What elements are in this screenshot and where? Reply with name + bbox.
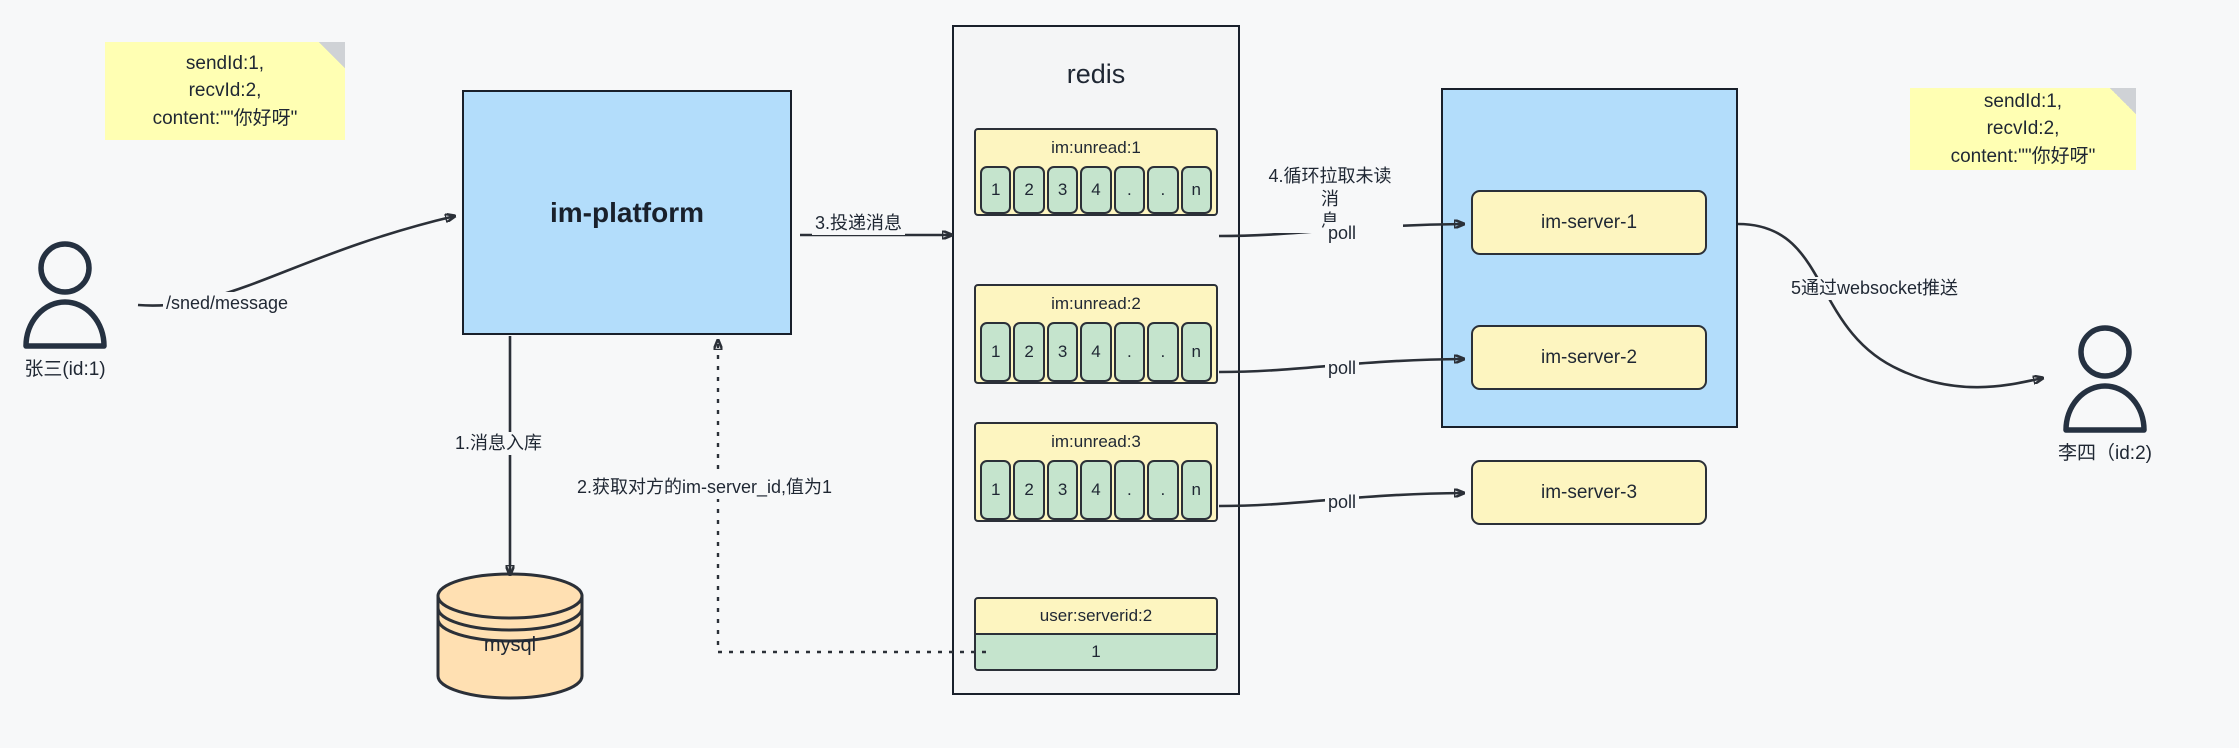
redis-queue-3-cells: 1 2 3 4 . . n (976, 460, 1216, 520)
redis-queue-1[interactable]: im:unread:1 1 2 3 4 . . n (974, 128, 1218, 216)
edge-label-poll-3: poll (1325, 491, 1360, 514)
redis-queue-1-cells: 1 2 3 4 . . n (976, 166, 1216, 214)
queue-cell: 3 (1046, 166, 1079, 214)
queue-cell: 2 (1013, 460, 1045, 520)
edge-label-poll-1: poll (1325, 222, 1360, 245)
edge-label-step1: 1.消息入库 (452, 432, 546, 455)
queue-cell: 2 (1013, 322, 1045, 382)
queue-cell: 1 (980, 166, 1012, 214)
queue-cell: 3 (1046, 460, 1079, 520)
queue-cell: . (1147, 166, 1179, 214)
queue-cell: n (1180, 460, 1212, 520)
redis-queue-2-cells: 1 2 3 4 . . n (976, 322, 1216, 382)
queue-cell: 4 (1080, 322, 1112, 382)
edge-label-step3: 3.投递消息 (812, 212, 906, 235)
redis-queue-3-key: im:unread:3 (1051, 432, 1141, 451)
mysql-database[interactable]: mysql (432, 572, 588, 700)
edge-label-step4: 4.循环拉取未读消 息 (1257, 165, 1403, 233)
receiver-label: 李四（id:2) (2058, 443, 2152, 464)
sender-actor (20, 240, 110, 350)
redis-queue-2[interactable]: im:unread:2 1 2 3 4 . . n (974, 284, 1218, 384)
redis-kv-value: 1 (976, 633, 1216, 669)
queue-cell: . (1147, 460, 1179, 520)
edge-label-poll-2: poll (1325, 357, 1360, 380)
im-server-2-node[interactable]: im-server-2 (1471, 325, 1707, 390)
queue-cell: n (1180, 166, 1212, 214)
sender-note: sendId:1, recvId:2, content:""你好呀" (105, 42, 345, 140)
note-fold-icon (319, 42, 345, 68)
im-server-3-node[interactable]: im-server-3 (1471, 460, 1707, 525)
redis-title: redis (1066, 59, 1126, 89)
redis-kv-key: user:serverid:2 (1039, 606, 1153, 625)
sender-label: 张三(id:1) (24, 359, 106, 380)
im-server-1-node[interactable]: im-server-1 (1471, 190, 1707, 255)
edge-label-send-message: /sned/message (163, 292, 292, 315)
im-server-1-label: im-server-1 (1540, 211, 1638, 233)
sender-note-text: sendId:1, recvId:2, content:""你好呀" (152, 52, 298, 129)
queue-cell: . (1113, 460, 1146, 520)
database-cylinder-icon (436, 572, 584, 700)
queue-cell: 3 (1046, 322, 1079, 382)
im-platform-box[interactable]: im-platform (462, 90, 792, 335)
queue-cell: 2 (1013, 166, 1045, 214)
edge-server1-to-receiver (1737, 222, 2043, 389)
redis-queue-1-key: im:unread:1 (1051, 138, 1141, 157)
redis-queue-3[interactable]: im:unread:3 1 2 3 4 . . n (974, 422, 1218, 522)
redis-queue-2-key: im:unread:2 (1051, 294, 1141, 313)
redis-kv-entry[interactable]: user:serverid:2 1 (974, 597, 1218, 671)
user-icon (2063, 325, 2147, 433)
queue-cell: n (1180, 322, 1212, 382)
queue-cell: 1 (980, 322, 1012, 382)
queue-cell: . (1147, 322, 1179, 382)
edge-label-step2: 2.获取对方的im-server_id,值为1 (574, 476, 836, 499)
note-fold-icon (2110, 88, 2136, 114)
user-icon (23, 241, 107, 349)
queue-cell: 4 (1080, 460, 1112, 520)
queue-cell: 4 (1080, 166, 1112, 214)
queue-cell: 1 (980, 460, 1012, 520)
queue-cell: . (1113, 322, 1146, 382)
mysql-label: mysql (483, 634, 537, 656)
receiver-note: sendId:1, recvId:2, content:""你好呀" (1910, 88, 2136, 170)
receiver-note-text: sendId:1, recvId:2, content:""你好呀" (1950, 90, 2096, 167)
im-platform-label: im-platform (550, 196, 704, 228)
queue-cell: . (1113, 166, 1146, 214)
im-server-3-label: im-server-3 (1540, 481, 1638, 503)
im-server-2-label: im-server-2 (1540, 346, 1638, 368)
edge-label-step5: 5通过websocket推送 (1788, 277, 1962, 300)
receiver-actor (2060, 324, 2150, 434)
